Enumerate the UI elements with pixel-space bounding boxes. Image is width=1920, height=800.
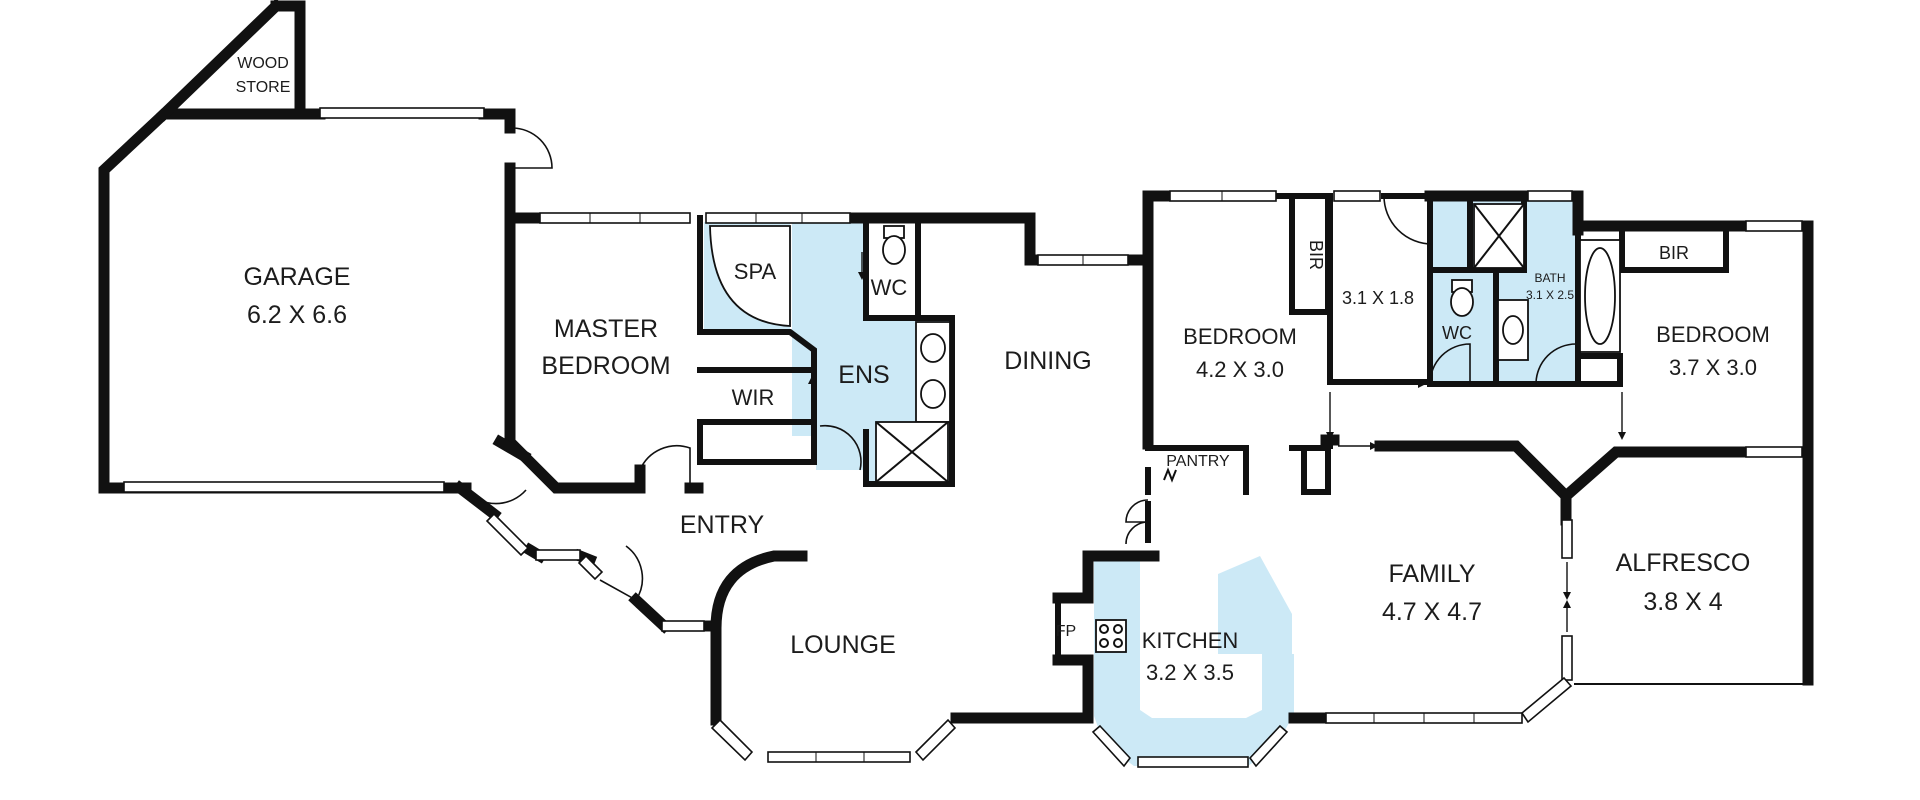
ens-label: ENS: [838, 361, 889, 389]
bedroom-2-label: BEDROOM: [1183, 324, 1297, 349]
window: [1248, 724, 1289, 768]
window: [539, 212, 691, 224]
window: [1520, 676, 1573, 724]
window: [1561, 635, 1573, 681]
cooktop: [1095, 619, 1127, 653]
dining-label: DINING: [1004, 347, 1092, 375]
ensuite-area: [792, 222, 950, 484]
window: [710, 718, 754, 762]
bedroom-3-label: BEDROOM: [1656, 322, 1770, 347]
window: [1745, 446, 1803, 458]
window: [319, 107, 485, 119]
bir-left-label: BIR: [1306, 240, 1326, 270]
master-bedroom-label-line1: MASTER: [554, 315, 658, 343]
kitchen-area: [1094, 558, 1294, 766]
window: [577, 554, 604, 581]
alfresco-label: ALFRESCO: [1616, 549, 1751, 577]
bath-label: BATH: [1534, 271, 1565, 285]
window: [1745, 220, 1803, 232]
window: [1561, 519, 1573, 559]
kitchen-bench: [1218, 556, 1292, 714]
spa-tub: [709, 225, 791, 327]
pantry-label: PANTRY: [1166, 453, 1230, 470]
window: [1091, 724, 1132, 768]
window: [123, 481, 445, 493]
bedroom-3-size: 3.7 X 3.0: [1669, 355, 1757, 380]
bedroom-2-size: 4.2 X 3.0: [1196, 357, 1284, 382]
entry-label: ENTRY: [680, 511, 765, 539]
spa-label: SPA: [734, 259, 777, 284]
doors: [465, 127, 1577, 602]
master-bedroom-label-line2: BEDROOM: [541, 352, 670, 380]
bath-wc-label: WC: [1442, 323, 1472, 343]
wir-label: WIR: [732, 385, 775, 410]
basin: [1502, 315, 1524, 345]
ensuite-wc-label: WC: [871, 275, 908, 300]
alfresco-size: 3.8 X 4: [1643, 588, 1722, 616]
window: [535, 549, 581, 561]
garage-label: GARAGE: [244, 263, 351, 291]
bir-right-label: BIR: [1659, 243, 1689, 263]
fixtures: [709, 203, 1621, 653]
kitchen-label: KITCHEN: [1142, 628, 1239, 653]
wood-store-label-line2: STORE: [236, 79, 291, 96]
window: [1333, 190, 1381, 202]
family-size: 4.7 X 4.7: [1382, 598, 1482, 626]
opening-arrows: [808, 376, 1626, 632]
wet-areas: [704, 200, 1578, 766]
kitchen-size: 3.2 X 3.5: [1146, 660, 1234, 685]
lounge-label: LOUNGE: [790, 631, 896, 659]
window: [485, 512, 530, 557]
garage-size: 6.2 X 6.6: [247, 301, 347, 329]
basin: [920, 379, 946, 409]
small-room-size: 3.1 X 1.8: [1342, 288, 1414, 308]
window: [1169, 190, 1277, 202]
bath-size: 3.1 X 2.5: [1526, 288, 1574, 302]
room-labels: WOOD STORE GARAGE 6.2 X 6.6 MASTER BEDRO…: [236, 55, 1770, 685]
window: [767, 751, 911, 763]
window: [705, 212, 851, 224]
window: [1137, 756, 1249, 768]
bathtub-inner: [1584, 247, 1616, 345]
basin: [920, 333, 946, 363]
toilet-bowl: [1450, 287, 1474, 317]
fp-label: FP: [1056, 623, 1076, 640]
window: [1527, 190, 1573, 202]
window: [661, 620, 705, 632]
window: [914, 718, 957, 762]
family-label: FAMILY: [1388, 560, 1475, 588]
toilet-bowl: [882, 235, 906, 265]
wood-store-label-line1: WOOD: [237, 55, 289, 72]
windows: [123, 107, 1803, 768]
